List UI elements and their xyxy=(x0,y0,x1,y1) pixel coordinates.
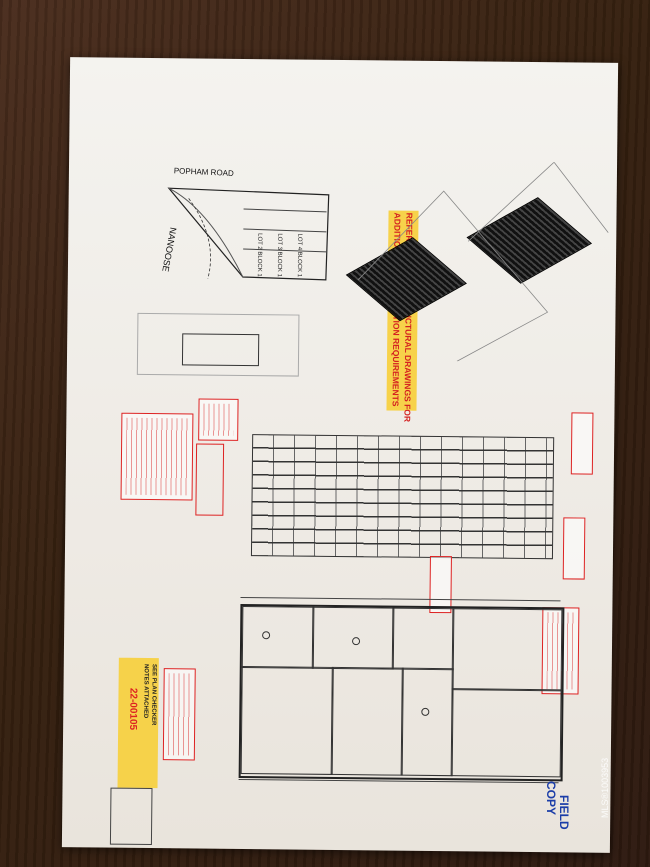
room-4 xyxy=(451,608,563,692)
floor-plan xyxy=(238,603,565,782)
fixture-3 xyxy=(421,707,430,716)
svg-text:LOT 3 BLOCK 1: LOT 3 BLOCK 1 xyxy=(276,233,282,277)
red-note-left-1 xyxy=(120,412,194,501)
room-6 xyxy=(330,666,404,776)
room-1 xyxy=(241,605,315,669)
permit-note: NOTES ATTACHED xyxy=(142,663,149,719)
svg-text:LOT 4 BLOCK 1: LOT 4 BLOCK 1 xyxy=(296,234,302,278)
site-plan-drawing: LOT 2 BLOCK 1 LOT 3 BLOCK 1 LOT 4 BLOCK … xyxy=(167,187,330,281)
red-note-stamp xyxy=(162,668,196,761)
room-7 xyxy=(400,667,454,777)
room-5 xyxy=(240,665,334,775)
field-copy-stamp: FIELD COPY xyxy=(544,781,571,830)
isometric-guides xyxy=(357,161,609,362)
permit-number: 22-00105 xyxy=(127,687,139,731)
field-copy-line-1: FIELD xyxy=(557,795,571,830)
red-note-left-3 xyxy=(195,443,225,516)
building-footprint xyxy=(181,333,260,367)
fixture-2 xyxy=(352,637,361,646)
dimension-top xyxy=(240,596,561,602)
field-copy-line-2: COPY xyxy=(544,781,558,816)
framing-plan xyxy=(250,434,555,560)
plan-sheet: LOT 2 BLOCK 1 LOT 3 BLOCK 1 LOT 4 BLOCK … xyxy=(61,57,619,853)
red-note-right-2 xyxy=(562,517,586,580)
permit-label: SEE PLAN CHECKER xyxy=(150,664,157,726)
mls-watermark: MLS®1003953 xyxy=(600,757,610,818)
title-block xyxy=(109,787,153,846)
room-3 xyxy=(391,607,455,671)
red-note-left-2 xyxy=(198,398,239,441)
permit-stamp: SEE PLAN CHECKER NOTES ATTACHED 22-00105 xyxy=(117,657,159,789)
room-8 xyxy=(450,688,562,778)
red-note-mid xyxy=(429,555,452,614)
fixture-1 xyxy=(262,631,271,640)
svg-text:LOT 2 BLOCK 1: LOT 2 BLOCK 1 xyxy=(256,233,262,277)
red-note-right-1 xyxy=(570,412,594,475)
